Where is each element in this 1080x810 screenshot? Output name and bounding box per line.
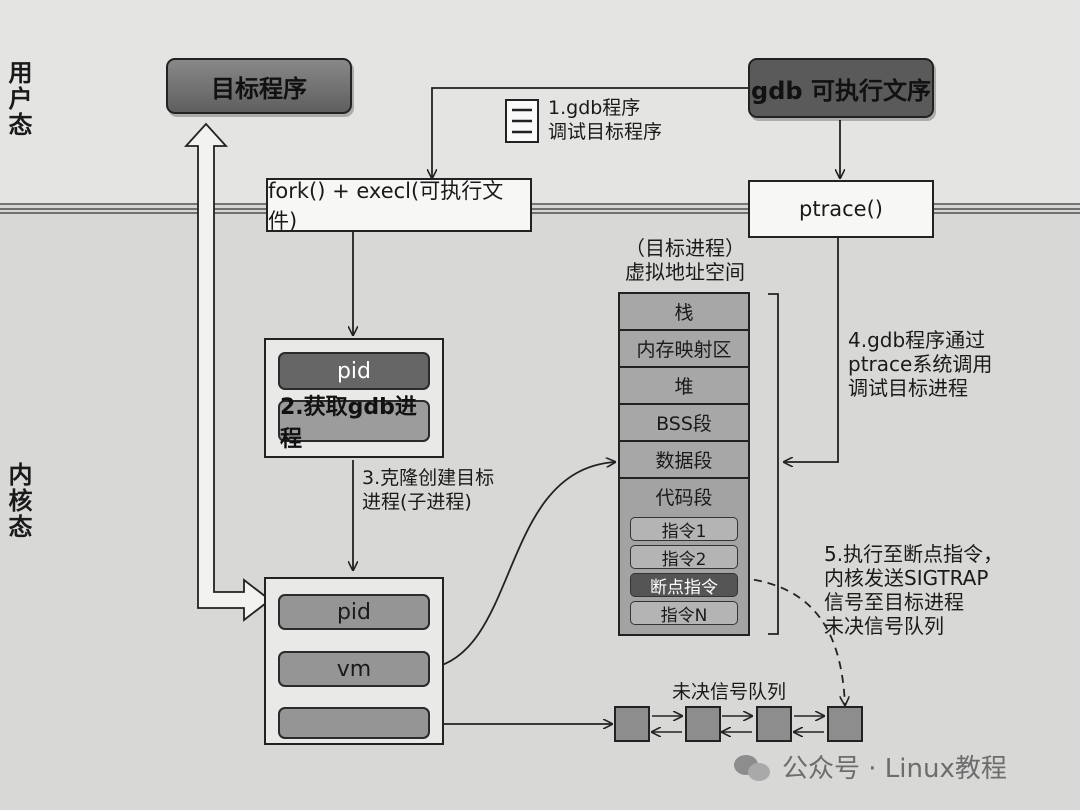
kernel-space-zone (0, 212, 1080, 810)
segment-data: 数据段 (620, 442, 748, 479)
queue-cell (827, 706, 863, 742)
target-program-box: 目标程序 (166, 58, 352, 114)
segment-mmap: 内存映射区 (620, 331, 748, 368)
wechat-icon (734, 751, 774, 783)
signal-queue-label: 未决信号队列 (672, 681, 787, 703)
document-icon (505, 99, 539, 143)
child-pid-pill: pid (278, 594, 430, 630)
segment-heap: 堆 (620, 368, 748, 405)
step3-label: 3.克隆创建目标 进程(子进程) (362, 467, 495, 513)
gdb-executable-box: gdb 可执行文序 (748, 58, 934, 118)
step1-label: 1.gdb程序 调试目标程序 (548, 97, 663, 143)
arrow-child-to-target-program (183, 122, 272, 622)
queue-cell (685, 706, 721, 742)
arrow-gdb-to-fork (432, 87, 748, 178)
ptrace-box: ptrace() (748, 180, 934, 238)
virtual-memory-stack: 栈 内存映射区 堆 BSS段 数据段 代码段 指令1 指令2 断点指令 指令N (618, 292, 750, 636)
instruction-1: 指令1 (630, 517, 738, 542)
kernel-space-label: 内核态 (4, 462, 32, 540)
arrow-ptrace-to-memory (784, 238, 839, 462)
step4-label: 4.gdb程序通过 ptrace系统调用 调试目标进程 (848, 328, 993, 400)
breakpoint-instruction: 断点指令 (630, 573, 738, 598)
gdb-process-title: 2.获取gdb进程 (278, 395, 430, 452)
step5-label: 5.执行至断点指令， 内核发送SIGTRAP 信号至目标进程 未决信号队列 (824, 542, 1004, 638)
watermark: 公众号 · Linux教程 (734, 748, 1007, 785)
user-space-label: 用户态 (4, 60, 32, 138)
memory-bracket (768, 293, 779, 635)
arrow-breakpoint-to-queue (739, 577, 845, 705)
queue-cell (756, 706, 792, 742)
instruction-2: 指令2 (630, 545, 738, 570)
segment-code: 代码段 (655, 486, 713, 509)
fork-exec-box: fork() + execl(可执行文件) (266, 178, 532, 233)
queue-cell (614, 706, 650, 742)
arrow-vm-to-memory (431, 462, 615, 669)
child-signal-pill (278, 707, 430, 739)
segment-stack: 栈 (620, 294, 748, 331)
virtual-memory-heading: （目标进程） 虚拟地址空间 (625, 236, 745, 284)
queue-links (652, 716, 824, 732)
segment-bss: BSS段 (620, 405, 748, 442)
instruction-n: 指令N (630, 601, 738, 626)
gdb-pid-pill: pid (278, 352, 430, 390)
child-vm-pill: vm (278, 651, 430, 687)
